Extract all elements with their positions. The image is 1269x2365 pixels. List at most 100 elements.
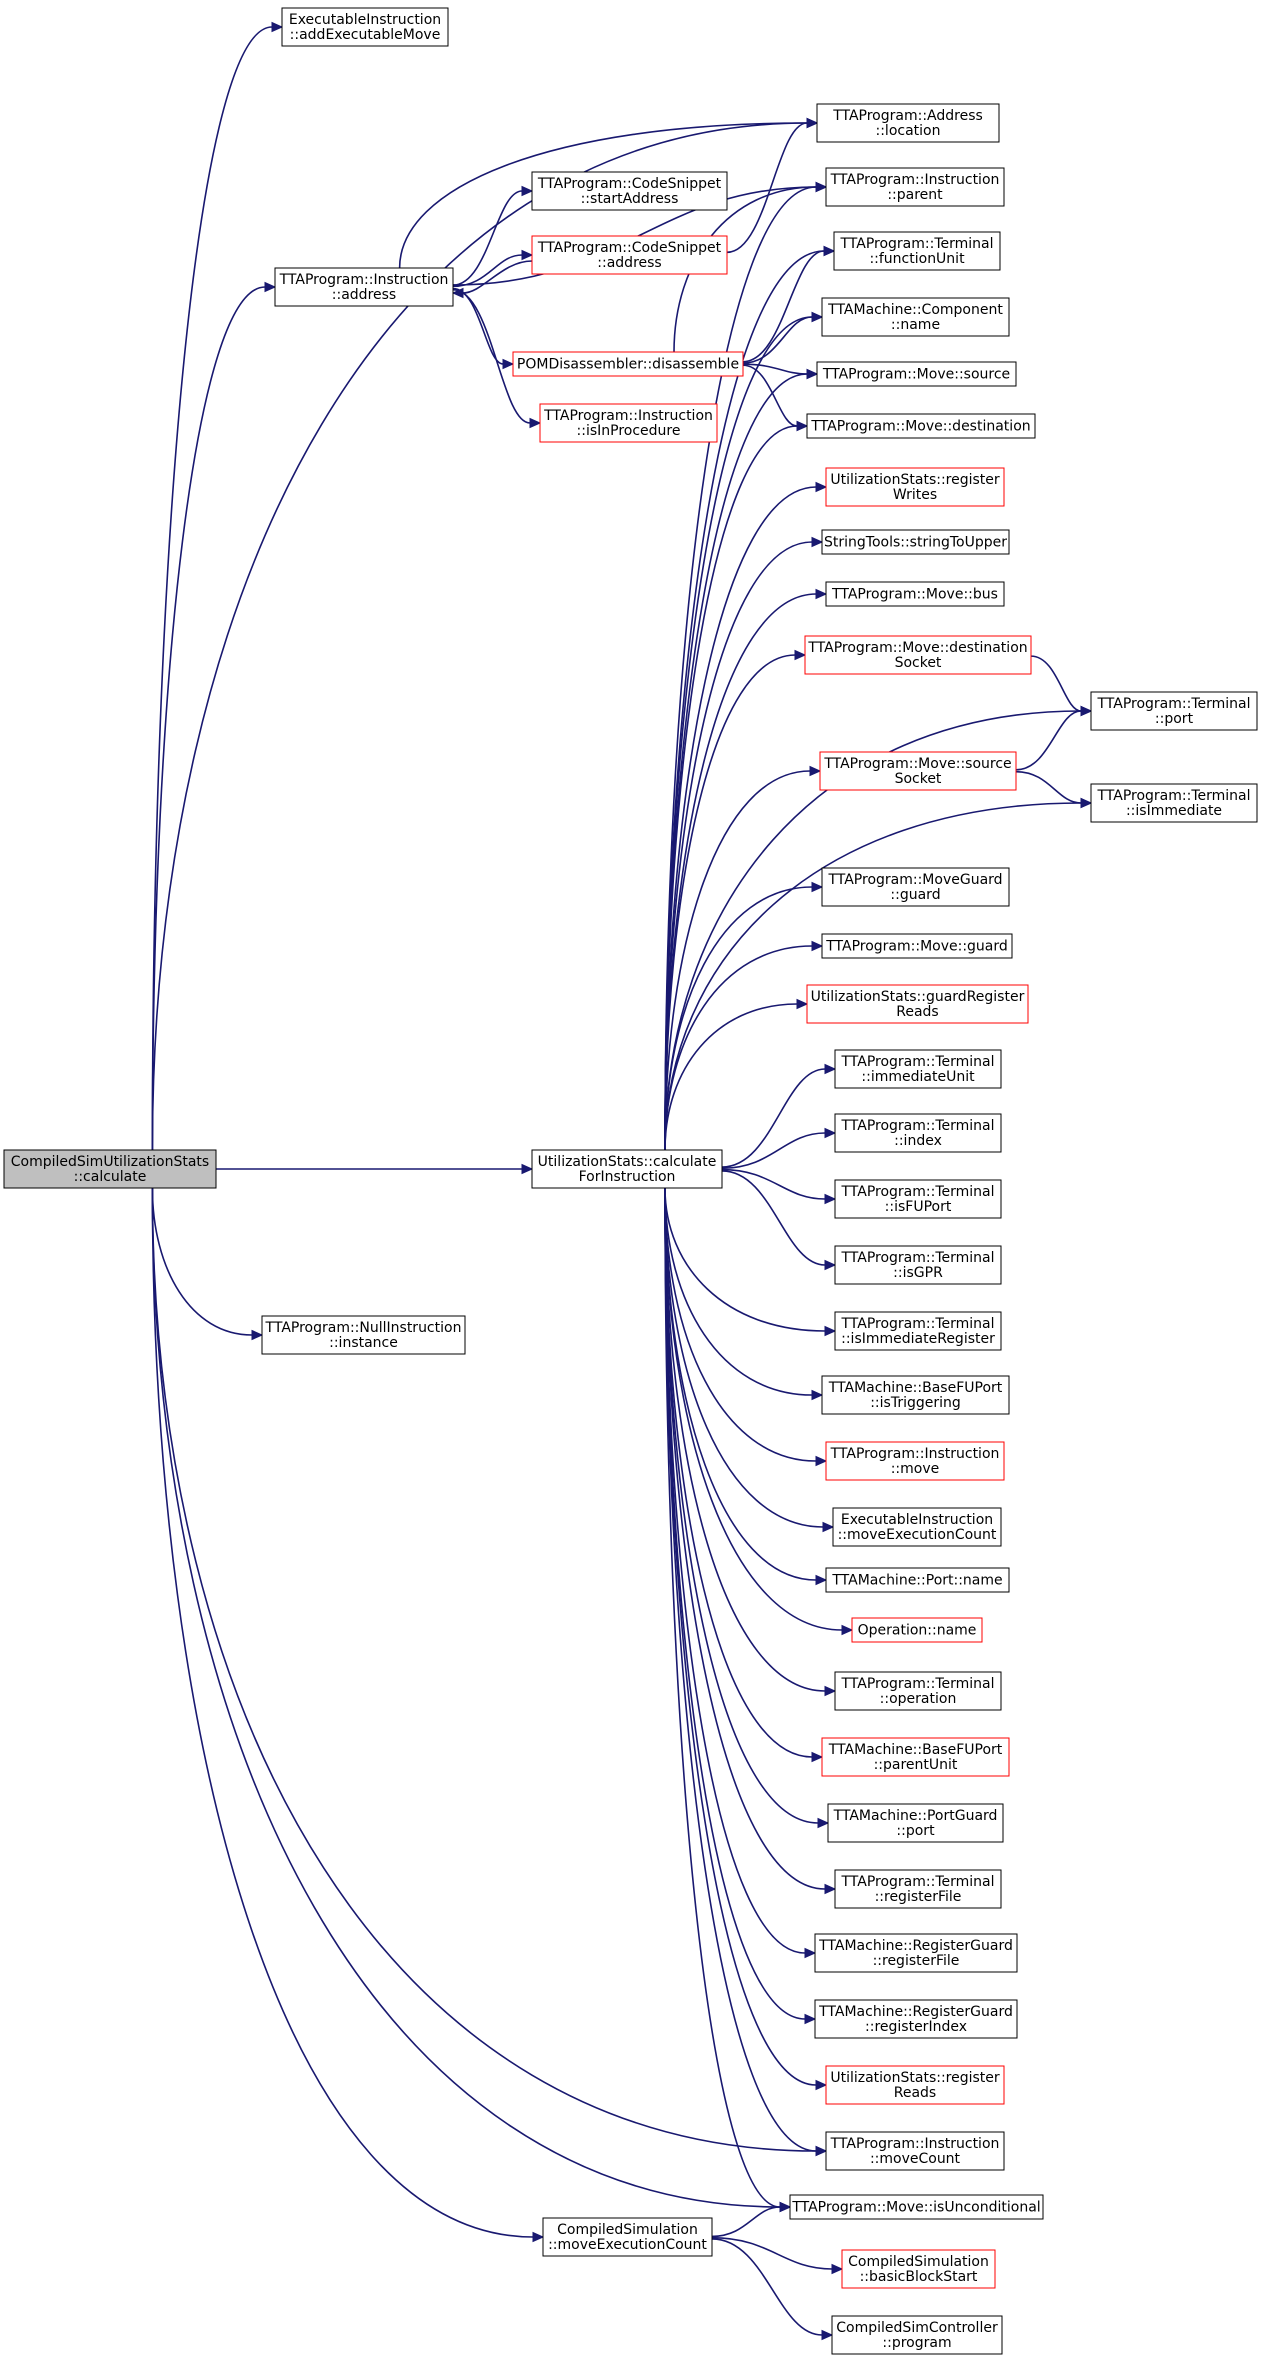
node-moveUncond[interactable]: TTAProgram::Move::isUnconditional [789,2194,1044,2220]
node-label-line: TTAProgram::Terminal [840,1676,994,1692]
node-bfuTrig[interactable]: TTAMachine::BaseFUPort::isTriggering [821,1375,1010,1415]
node-label-line: CompiledSimulation [557,2222,698,2238]
node-label-line: TTAMachine::BaseFUPort [828,1380,1003,1396]
node-box [825,1441,1005,1481]
node-label-line: POMDisassembler::disassemble [517,357,739,373]
node-pgPort[interactable]: TTAMachine::PortGuard::port [827,1803,1004,1843]
node-bfuParent[interactable]: TTAMachine::BaseFUPort::parentUnit [821,1737,1010,1777]
node-box [821,1375,1010,1415]
edge-line [398,122,808,269]
node-instrAddr[interactable]: TTAProgram::Instruction::address [274,267,454,307]
node-compName[interactable]: TTAMachine::Component::name [821,297,1010,337]
node-nullInstr[interactable]: TTAProgram::NullInstruction::instance [261,1315,466,1355]
node-box [819,751,1017,791]
node-box [804,635,1032,675]
edge-line [664,1187,806,2020]
node-label-line: ::move [891,1461,940,1477]
node-root[interactable]: CompiledSimUtilizationStats::calculate [3,1149,217,1189]
node-instrMove[interactable]: TTAProgram::Instruction::move [825,1441,1005,1481]
node-termIndex[interactable]: TTAProgram::Terminal::index [834,1113,1002,1153]
node-label-line: TTAMachine::RegisterGuard [818,1938,1013,1954]
node-opName[interactable]: Operation::name [851,1617,983,1643]
node-box [834,1049,1002,1089]
node-usCalc[interactable]: UtilizationStats::calculateForInstructio… [531,1149,723,1189]
edge-arrowhead [817,1817,830,1829]
node-addrLocation[interactable]: TTAProgram::Address::location [816,103,1000,143]
node-csBBStart[interactable]: CompiledSimulation::basicBlockStart [841,2249,996,2289]
node-box [261,1315,466,1355]
node-cscProgram[interactable]: CompiledSimController::program [831,2315,1003,2355]
node-box [834,1179,1002,1219]
call-edge-usCalc-rgIndex [664,1187,817,2025]
node-termFU[interactable]: TTAProgram::Terminal::functionUnit [833,231,1001,271]
node-termIsGPR[interactable]: TTAProgram::Terminal::isGPR [834,1245,1002,1285]
node-termIsImmReg[interactable]: TTAProgram::Terminal::isImmediateRegiste… [834,1311,1002,1351]
node-box [821,933,1013,959]
edge-arrowhead [451,287,464,299]
edge-line [151,1187,253,1336]
edge-arrowhead [815,1574,828,1586]
node-termRF[interactable]: TTAProgram::Terminal::registerFile [834,1869,1002,1909]
node-label-line: ::isImmediate [1126,803,1222,819]
call-edge-usCalc-termRF [664,1187,837,1895]
node-box [825,1567,1010,1593]
node-label-line: ::moveExecutionCount [838,1527,997,1543]
edge-arrowhead [821,2329,834,2341]
node-moveDest[interactable]: TTAProgram::Move::destination [806,413,1036,439]
edge-arrowhead [811,536,824,548]
edge-arrowhead [824,1063,837,1075]
edge-arrowhead [251,1329,264,1341]
call-edge-usCalc-moveSrcSock [664,765,822,1151]
node-termImmUnit[interactable]: TTAProgram::Terminal::immediateUnit [834,1049,1002,1089]
call-edge-pomDis-compName [742,311,824,364]
node-box [821,867,1010,907]
node-instrMoveCount[interactable]: TTAProgram::Instruction::moveCount [825,2131,1005,2171]
node-label-line: ::address [597,255,661,271]
node-termIsFU[interactable]: TTAProgram::Terminal::isFUPort [834,1179,1002,1219]
node-label-line: ::calculate [74,1169,147,1185]
edge-line [742,364,798,427]
call-edge-csMoveExec-moveUncond [711,2201,792,2238]
node-addExecMove[interactable]: ExecutableInstruction::addExecutableMove [281,7,449,47]
node-termOp[interactable]: TTAProgram::Terminal::operation [834,1671,1002,1711]
edge-arrowhead [806,368,819,380]
node-termPort[interactable]: TTAProgram::Terminal::port [1090,691,1258,731]
node-csStart[interactable]: TTAProgram::CodeSnippet::startAddress [531,171,728,211]
edge-arrowhead [824,1193,837,1205]
node-moveGuard[interactable]: TTAProgram::Move::guard [821,933,1013,959]
node-pomDis[interactable]: POMDisassembler::disassemble [512,351,744,377]
node-label-line: ::addExecutableMove [290,27,441,43]
node-moveBus[interactable]: TTAProgram::Move::bus [825,581,1005,607]
edge-arrowhead [809,765,822,777]
node-label-line: TTAProgram::Instruction [279,272,449,288]
node-label-line: TTAProgram::CodeSnippet [537,240,722,256]
node-moveSource[interactable]: TTAProgram::Move::source [816,361,1017,387]
node-box [825,467,1005,507]
node-termIsImm[interactable]: TTAProgram::Terminal::isImmediate [1090,783,1258,823]
node-instrParent[interactable]: TTAProgram::Instruction::parent [825,167,1005,207]
node-mgGuard[interactable]: TTAProgram::MoveGuard::guard [821,867,1010,907]
node-box [832,1507,1002,1547]
node-strUpper[interactable]: StringTools::stringToUpper [821,529,1010,555]
node-label-line: TTAProgram::Address [832,108,983,124]
call-edge-usCalc-termOp [664,1187,837,1697]
call-edge-moveSrcSock-termPort [1015,705,1093,771]
edge-line [151,26,273,1151]
node-portName[interactable]: TTAMachine::Port::name [825,1567,1010,1593]
node-csAddr[interactable]: TTAProgram::CodeSnippet::address [531,235,728,275]
node-rgRF[interactable]: TTAMachine::RegisterGuard::registerFile [814,1933,1018,1973]
node-eiMoveCount[interactable]: ExecutableInstruction::moveExecutionCoun… [832,1507,1002,1547]
node-label-line: TTAProgram::MoveGuard [827,872,1002,888]
node-rgIndex[interactable]: TTAMachine::RegisterGuard::registerIndex [814,1999,1018,2039]
call-edge-usCalc-termIsFU [721,1168,837,1205]
node-box [816,361,1017,387]
node-instrInProc[interactable]: TTAProgram::Instruction::isInProcedure [539,403,718,443]
node-box [806,984,1029,1024]
node-csMoveExec[interactable]: CompiledSimulation::moveExecutionCount [542,2217,713,2257]
edge-line [462,260,533,294]
